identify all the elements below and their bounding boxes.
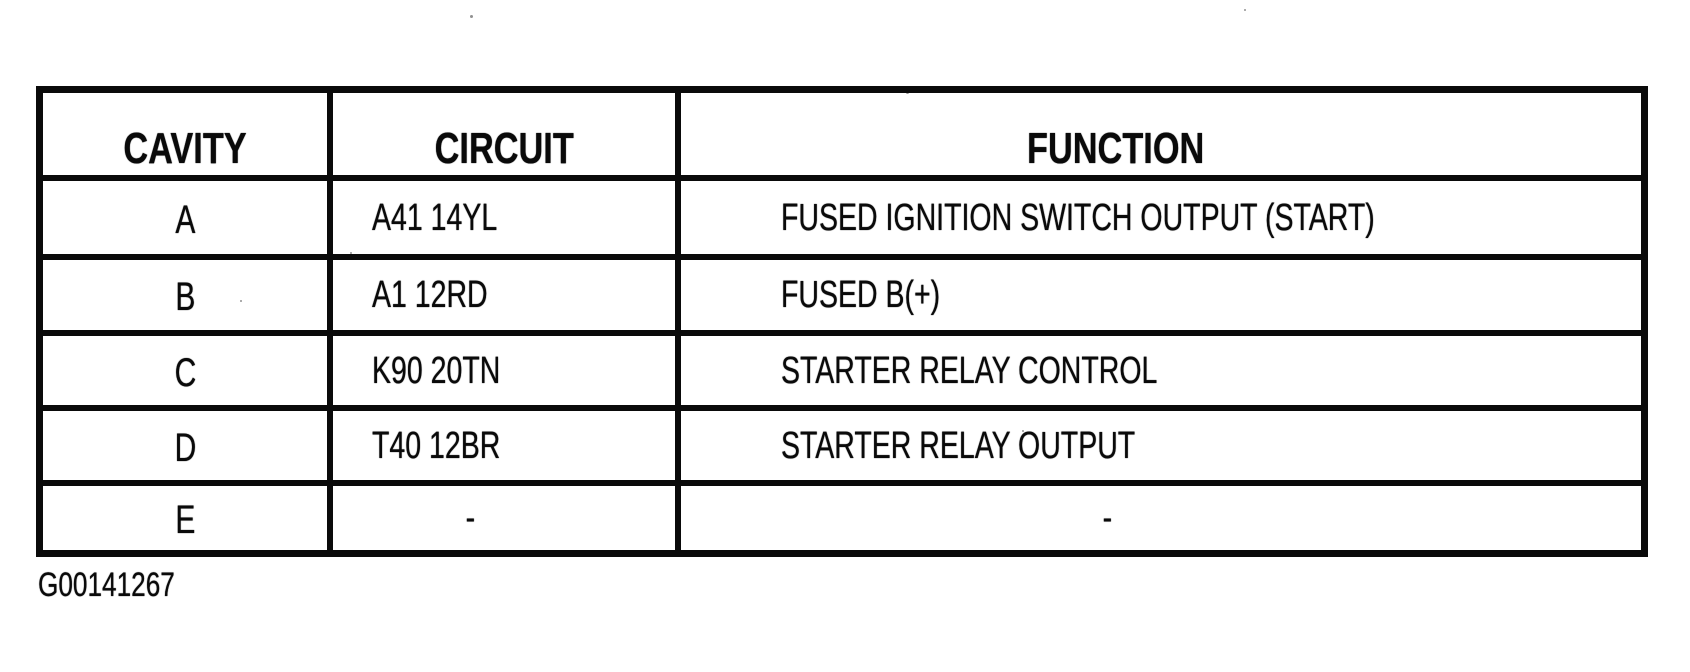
circuit-value: T40 12BR <box>372 424 501 467</box>
function-value: FUSED B(+) <box>781 274 941 316</box>
function-cell: STARTER RELAY OUTPUT <box>681 411 1641 486</box>
cavity-cell: E <box>43 486 333 550</box>
column-header-function: FUNCTION <box>681 93 1641 181</box>
circuit-cell: - <box>333 486 681 550</box>
function-value: FUSED IGNITION SWITCH OUTPUT (START) <box>781 196 1375 239</box>
cavity-value: D <box>174 425 196 470</box>
function-cell: STARTER RELAY CONTROL <box>681 336 1641 411</box>
connector-pinout-table: CAVITY CIRCUIT FUNCTION A A41 14YL FUSED… <box>36 86 1648 557</box>
column-header-circuit: CIRCUIT <box>333 93 681 181</box>
circuit-cell: A41 14YL <box>333 181 681 260</box>
figure-number: G00141267 <box>38 568 216 602</box>
column-header-cavity: CAVITY <box>43 93 333 181</box>
cavity-cell: D <box>43 411 333 486</box>
circuit-value: A41 14YL <box>372 196 498 239</box>
function-value-dash: - <box>1102 497 1112 539</box>
function-cell: FUSED IGNITION SWITCH OUTPUT (START) <box>681 181 1641 260</box>
column-header-cavity-label: CAVITY <box>123 124 247 173</box>
circuit-cell: T40 12BR <box>333 411 681 486</box>
cavity-cell: B <box>43 260 333 336</box>
function-value: STARTER RELAY OUTPUT <box>781 424 1136 467</box>
cavity-value: A <box>174 197 196 242</box>
circuit-cell: A1 12RD <box>333 260 681 336</box>
circuit-value: K90 20TN <box>372 349 501 392</box>
cavity-value: C <box>174 350 196 395</box>
circuit-cell: K90 20TN <box>333 336 681 411</box>
circuit-value-dash: - <box>465 497 475 539</box>
function-cell: - <box>681 486 1641 550</box>
function-value: STARTER RELAY CONTROL <box>781 349 1158 392</box>
cavity-cell: C <box>43 336 333 411</box>
cavity-value: E <box>174 498 196 542</box>
circuit-value: A1 12RD <box>372 274 488 316</box>
column-header-function-label: FUNCTION <box>1027 124 1205 173</box>
column-header-circuit-label: CIRCUIT <box>434 124 574 173</box>
scan-speck <box>1244 9 1246 11</box>
function-cell: FUSED B(+) <box>681 260 1641 336</box>
cavity-value: B <box>174 275 196 319</box>
figure-number-text: G00141267 <box>38 566 175 604</box>
scan-speck <box>470 15 473 18</box>
cavity-cell: A <box>43 181 333 260</box>
